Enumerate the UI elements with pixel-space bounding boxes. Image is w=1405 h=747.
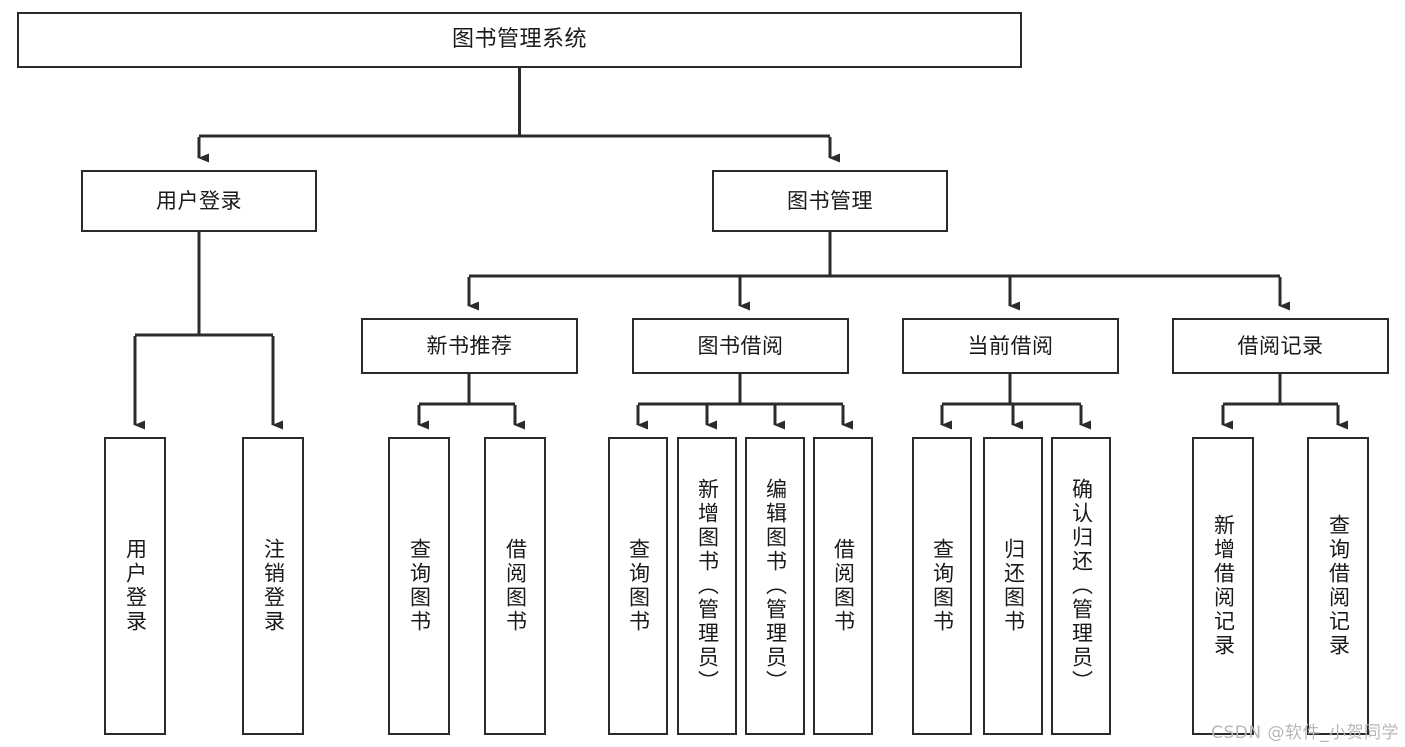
node-label: 用户登录 <box>123 538 148 634</box>
node-label: 图书借阅 <box>697 333 784 358</box>
node-label: 借阅图书 <box>831 538 856 634</box>
node-label: 查询借阅记录 <box>1326 514 1351 658</box>
node-book-borrowing[interactable]: 图书借阅 <box>632 318 849 374</box>
node-label: 图书管理系统 <box>451 26 587 52</box>
node-new-book-recommendation[interactable]: 新书推荐 <box>361 318 578 374</box>
node-label: 查询图书 <box>626 538 651 634</box>
node-label: 新增借阅记录 <box>1211 514 1236 658</box>
node-leaf-query-borrowing-record[interactable]: 查询借阅记录 <box>1307 437 1369 735</box>
node-leaf-confirm-return-admin[interactable]: 确认归还（管理员） <box>1051 437 1111 735</box>
node-label: 图书管理 <box>787 188 873 213</box>
node-label: 新书推荐 <box>426 333 513 358</box>
node-label: 用户登录 <box>156 188 242 213</box>
node-leaf-edit-book-admin[interactable]: 编辑图书（管理员） <box>745 437 805 735</box>
node-label: 查询图书 <box>930 538 955 634</box>
node-label: 查询图书 <box>407 538 432 634</box>
node-leaf-add-book-admin[interactable]: 新增图书（管理员） <box>677 437 737 735</box>
node-label: 确认归还（管理员） <box>1069 478 1094 694</box>
node-borrowing-record[interactable]: 借阅记录 <box>1172 318 1389 374</box>
node-leaf-add-borrowing-record[interactable]: 新增借阅记录 <box>1192 437 1254 735</box>
node-label: 注销登录 <box>261 538 286 634</box>
node-leaf-return-book[interactable]: 归还图书 <box>983 437 1043 735</box>
node-leaf-query-book-borrowing[interactable]: 查询图书 <box>608 437 668 735</box>
node-label: 编辑图书（管理员） <box>763 478 788 694</box>
node-label: 归还图书 <box>1001 538 1026 634</box>
node-label: 借阅记录 <box>1237 333 1324 358</box>
node-label: 新增图书（管理员） <box>695 478 720 694</box>
node-leaf-query-book-current[interactable]: 查询图书 <box>912 437 972 735</box>
node-user-login[interactable]: 用户登录 <box>81 170 317 232</box>
node-label: 当前借阅 <box>967 333 1054 358</box>
node-current-borrowing[interactable]: 当前借阅 <box>902 318 1119 374</box>
node-leaf-user-logout[interactable]: 注销登录 <box>242 437 304 735</box>
watermark-text: CSDN @软件_小贺同学 <box>1211 723 1399 743</box>
node-root-book-management-system[interactable]: 图书管理系统 <box>17 12 1022 68</box>
node-book-management[interactable]: 图书管理 <box>712 170 948 232</box>
node-label: 借阅图书 <box>503 538 528 634</box>
node-leaf-query-book-recommendation[interactable]: 查询图书 <box>388 437 450 735</box>
node-leaf-borrow-book-borrowing[interactable]: 借阅图书 <box>813 437 873 735</box>
node-leaf-borrow-book-recommendation[interactable]: 借阅图书 <box>484 437 546 735</box>
node-leaf-user-login[interactable]: 用户登录 <box>104 437 166 735</box>
